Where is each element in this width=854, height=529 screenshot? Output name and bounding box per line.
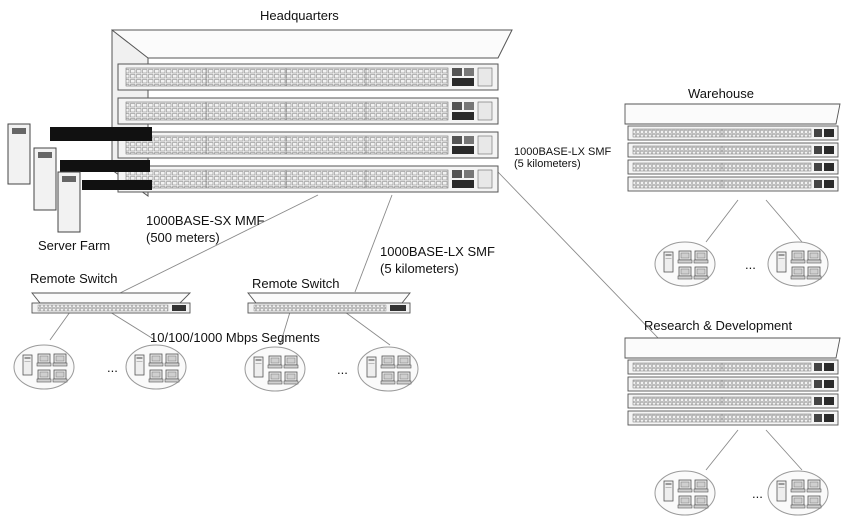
pc-cluster-remote-1b <box>126 345 186 389</box>
research-label: Research & Development <box>644 318 793 333</box>
lx-remote-link-type: 1000BASE-LX SMF <box>380 244 495 259</box>
link-hq-remote-switch-1 <box>117 194 319 295</box>
lx-link-warehouse-label: 1000BASE-LX SMF (5 kilometers) <box>514 146 611 170</box>
lx-warehouse-link-distance: (5 kilometers) <box>514 158 581 170</box>
remote-switch-1-label: Remote Switch <box>30 271 118 286</box>
ellipsis-warehouse: ... <box>745 257 756 272</box>
headquarters-switch-stack <box>111 28 513 197</box>
lx-link-remote-label: 1000BASE-LX SMF (5 kilometers) <box>380 243 495 277</box>
pc-cluster-remote-1a <box>14 345 74 389</box>
pc-cluster-remote-2b <box>358 347 418 391</box>
research-switch-stack <box>624 337 841 426</box>
ellipsis-rd: ... <box>752 486 763 501</box>
link-hq-rd <box>497 171 661 341</box>
warehouse-label: Warehouse <box>688 86 754 101</box>
remote-switch-1 <box>31 292 192 314</box>
lx-remote-link-distance: (5 kilometers) <box>380 261 459 276</box>
headquarters-label: Headquarters <box>260 8 339 23</box>
remote-switch-2 <box>247 292 411 314</box>
link-hq-remote-switch-2 <box>354 194 393 293</box>
server-farm <box>7 123 152 233</box>
ellipsis-remote-1: ... <box>107 360 118 375</box>
warehouse-switch-stack <box>624 103 841 192</box>
sx-link-type: 1000BASE-SX MMF <box>146 213 265 228</box>
connection-lines <box>49 171 803 471</box>
remote-switch-2-label: Remote Switch <box>252 276 340 291</box>
segments-label: 10/100/1000 Mbps Segments <box>150 330 320 345</box>
pc-cluster-rd-b <box>768 471 828 515</box>
ellipsis-remote-2: ... <box>337 362 348 377</box>
pc-cluster-rd-a <box>655 471 715 515</box>
pc-cluster-warehouse-a <box>655 242 715 286</box>
pc-cluster-remote-2a <box>245 347 305 391</box>
server-farm-label: Server Farm <box>38 238 111 253</box>
sx-link-distance: (500 meters) <box>146 230 220 245</box>
pc-cluster-warehouse-b <box>768 242 828 286</box>
sx-link-label: 1000BASE-SX MMF (500 meters) <box>146 212 265 246</box>
lx-warehouse-link-type: 1000BASE-LX SMF <box>514 146 612 158</box>
